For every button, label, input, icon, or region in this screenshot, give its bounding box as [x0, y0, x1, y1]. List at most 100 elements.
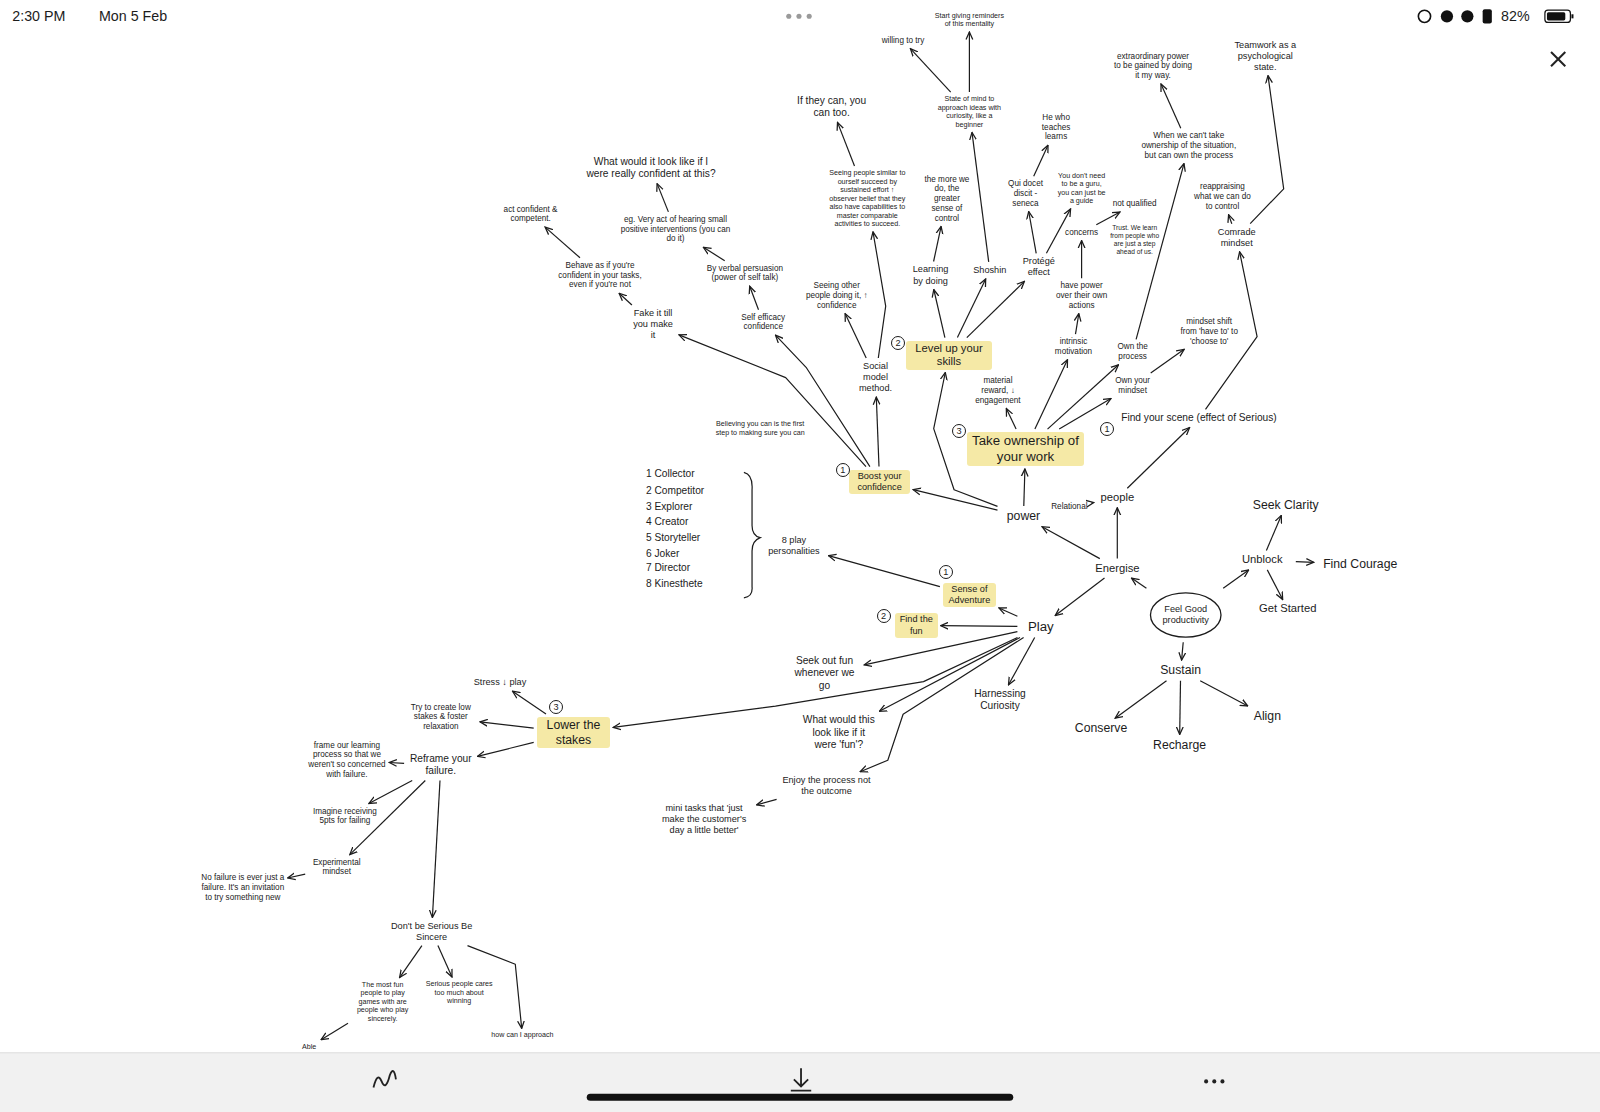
mindmap-note: Serious people cares too much about winn…: [426, 980, 493, 1006]
close-stroke: [1551, 52, 1565, 66]
mindmap-arrow: [1055, 578, 1104, 616]
mindmap-arrow: [288, 874, 306, 878]
node-text: intrinsic motivation: [1045, 337, 1102, 357]
mindmap-note: Self efficacyconfidence: [733, 313, 794, 333]
mindmap-arrow: [1179, 681, 1181, 735]
mindmap-arrow: [876, 397, 879, 467]
mindmap-arrow: [1029, 212, 1037, 254]
node-text: how can I approach: [491, 1031, 554, 1040]
mindmap-arrow: [1035, 360, 1068, 429]
battery-tip: [1571, 14, 1573, 18]
node-text: people: [1094, 491, 1140, 504]
callout-number: 3: [952, 424, 966, 438]
battery-level: 82%: [1501, 8, 1530, 25]
node-text: State of mind to approach ideas with cur…: [936, 95, 1003, 129]
node-text: He who teaches learns: [1031, 113, 1082, 142]
node-text: What would it look like if I were really…: [585, 156, 718, 180]
node-text: the more we do, the greater sense of con…: [923, 175, 970, 224]
mindmap-note: Protégé effect: [1015, 256, 1062, 278]
node-text: Seeing other people doing it, ↑ confiden…: [804, 281, 870, 310]
mindmap-note: Able: [294, 1043, 325, 1052]
mindmap-note: If they can, you can too.: [796, 95, 867, 119]
mindmap-note: Seek out fun whenever we go: [788, 655, 861, 692]
status-time: 2:30 PM: [12, 8, 65, 25]
node-text: Level up your skills: [909, 342, 990, 369]
status-icon: [1441, 10, 1453, 22]
mindmap-arrow: [321, 1023, 348, 1039]
mindmap-note: The most fun people to play games with a…: [351, 981, 414, 1024]
toolbar-border: [0, 1052, 1600, 1053]
node-text: Sense of Adventure: [946, 584, 993, 606]
mindmap-note: Seeing people similar to ourself succeed…: [827, 169, 909, 229]
status-icons: [786, 9, 1573, 23]
node-text: Start giving reminders of this mentality: [934, 12, 1005, 29]
close-stroke: [1551, 52, 1565, 66]
node-text: willing to try: [882, 36, 925, 46]
node-text: When we can't take ownership of the situ…: [1137, 131, 1241, 160]
mindmap-arrow: [999, 608, 1018, 616]
callout-number: 2: [891, 336, 905, 350]
mindmap-note: Don't be Serious Be Sincere: [390, 921, 474, 943]
mindmap-arrow: [829, 556, 940, 587]
mindmap-note: Seek Clarity: [1245, 498, 1327, 513]
mindmap-arrow: [1117, 508, 1118, 559]
mindmap-note: Relational: [1048, 502, 1091, 512]
mindmap-arrow: [432, 781, 440, 918]
node-text: Serious people cares too much about winn…: [426, 980, 493, 1006]
multitask-dot: [786, 14, 791, 19]
mindmap-arrow: [1076, 314, 1079, 335]
mindmap-note: Find Courage: [1317, 557, 1404, 572]
node-text: Don't be Serious Be Sincere: [390, 921, 474, 943]
mindmap-note: Play: [1020, 619, 1061, 635]
list-item: 1 Collector: [646, 468, 695, 480]
multitask-dot: [807, 14, 812, 19]
mindmap-arrow: [1229, 215, 1232, 224]
list-item: 6 Joker: [646, 548, 679, 560]
more-dot: [1220, 1079, 1224, 1083]
mindmap-note: Energise: [1087, 562, 1148, 575]
mindmap-arrow: [1091, 502, 1093, 504]
mindmap-arrow: [941, 625, 1018, 627]
mindmap-note: Own your mindset: [1109, 376, 1156, 396]
mindmap-arrow: [400, 946, 422, 978]
node-text: Lower the stakes: [540, 718, 607, 747]
callout-number: 1: [836, 463, 850, 477]
mindmap-arrow: [750, 286, 759, 309]
mindmap-arrow: [913, 490, 997, 510]
node-text: Recharge: [1144, 738, 1215, 753]
node-text: Stress ↓ play: [467, 677, 533, 688]
mindmap-note: mindset shift from 'have to' to 'choose …: [1178, 317, 1240, 346]
status-date: Mon 5 Feb: [99, 8, 167, 25]
node-text: 8 play personalities: [762, 535, 825, 557]
node-text: Believing you can is the first step to m…: [712, 420, 809, 437]
central-ellipse: Feel Good productivity: [1149, 591, 1222, 639]
node-text: If they can, you can too.: [796, 95, 867, 119]
node-text: Behave as if you're confident in your ta…: [552, 261, 649, 290]
mindmap-note: people: [1094, 491, 1140, 504]
mindmap-note: Seeing other people doing it, ↑ confiden…: [804, 281, 870, 310]
mindmap-arrow: [1024, 469, 1025, 506]
mindmap-note: No failure is ever just a failure. It's …: [201, 873, 285, 902]
node-text: Feel Good productivity: [1159, 604, 1212, 626]
mindmap-arrow: [1223, 570, 1249, 588]
mindmap-note: You don't need to be a guru, you can jus…: [1056, 172, 1107, 206]
mindmap-arrow: [480, 722, 534, 728]
mindmap-note: intrinsic motivation: [1045, 337, 1102, 357]
mindmap-arrow: [438, 946, 452, 977]
mindmap-note: Unblock: [1232, 553, 1293, 566]
mindmap-note: Qui docet discit - seneca: [1002, 179, 1049, 208]
mindmap-note: State of mind to approach ideas with cur…: [936, 95, 1003, 129]
mindmap-arrow: [910, 49, 950, 92]
mindmap-note: mini tasks that 'just make the customer'…: [655, 803, 754, 836]
mindmap-note: Stress ↓ play: [467, 677, 533, 688]
download-icon: [791, 1068, 811, 1090]
node-text: power: [1001, 509, 1047, 524]
list-bracket: [744, 472, 760, 597]
node-text: not qualified: [1109, 199, 1160, 209]
node-text: Comrade mindset: [1209, 227, 1265, 249]
mindmap-note: Trust. We learn from people who are just…: [1109, 224, 1160, 256]
node-text: Find Courage: [1317, 557, 1404, 572]
mindmap-arrow: [1266, 515, 1281, 550]
node-text: Get Started: [1249, 602, 1326, 615]
